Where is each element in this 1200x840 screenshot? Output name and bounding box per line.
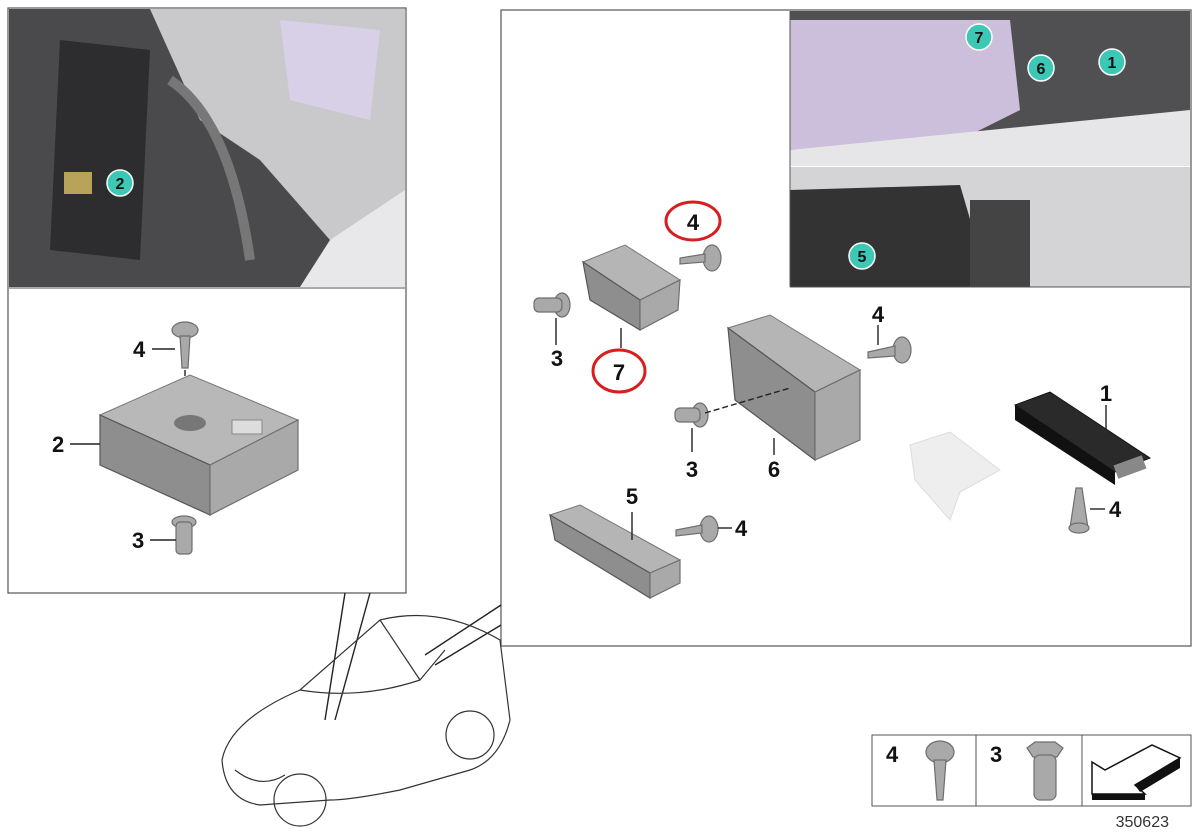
label-screw-top: 4: [687, 210, 700, 235]
svg-text:5: 5: [858, 249, 867, 266]
direction-arrow-icon: [1091, 744, 1182, 800]
highlight-circle-7: [591, 348, 647, 394]
label-module-2: 2: [52, 432, 64, 457]
screw-bottom-part: [675, 515, 719, 543]
left-panel: 2 4 2 3: [7, 7, 407, 594]
right-photo-bottom: 5: [790, 167, 1190, 287]
nut-left-part: [533, 292, 571, 318]
highlight-circle-4: [664, 200, 722, 242]
label-nut-left: 3: [551, 346, 563, 371]
fastener-legend: 4 3: [871, 734, 1192, 807]
module-7-part: [581, 244, 682, 332]
label-module-7: 7: [613, 360, 625, 385]
module-6-part: [726, 314, 862, 462]
label-screw-bottom: 4: [735, 516, 748, 541]
svg-text:7: 7: [975, 30, 984, 47]
screw-mid-part: [867, 336, 912, 364]
legend-number-4: 4: [886, 742, 899, 767]
label-nut-mid: 3: [686, 457, 698, 482]
label-screw: 4: [133, 337, 146, 362]
label-module-5: 5: [626, 484, 638, 509]
legend-number-3: 3: [990, 742, 1002, 767]
svg-text:1: 1: [1108, 55, 1117, 72]
label-screw-right: 4: [1109, 497, 1122, 522]
photo-callout-2: [106, 169, 134, 197]
label-nut: 3: [132, 528, 144, 553]
screw-part: [171, 321, 199, 369]
left-photo: 2: [9, 9, 405, 287]
diagram-id: 350623: [1116, 814, 1169, 831]
svg-text:6: 6: [1037, 61, 1046, 78]
module-5-part: [548, 504, 682, 600]
nut-mid-part: [674, 402, 709, 428]
car-outline: [221, 614, 511, 827]
nut-part: [171, 515, 197, 555]
screw-top-part: [679, 244, 722, 272]
screw-right-part: [1068, 487, 1090, 534]
right-panel: 7 6 1 5 4 3: [500, 9, 1192, 647]
label-module-6: 6: [768, 457, 780, 482]
module-1-part: [1013, 391, 1152, 485]
svg-text:2: 2: [116, 176, 125, 193]
photo-callout-5: [848, 242, 876, 270]
legend-screw-icon: [925, 740, 955, 801]
module-2-part: [98, 374, 300, 516]
photo-callout-6: [1027, 54, 1055, 82]
photo-callout-7: [965, 23, 993, 51]
legend-nut-icon: [1026, 741, 1064, 801]
right-photo-top: 7 6 1: [790, 11, 1190, 166]
photo-callout-1: [1098, 48, 1126, 76]
ghost-module: [909, 431, 1001, 521]
label-screw-mid: 4: [872, 302, 885, 327]
label-module-1: 1: [1100, 381, 1112, 406]
